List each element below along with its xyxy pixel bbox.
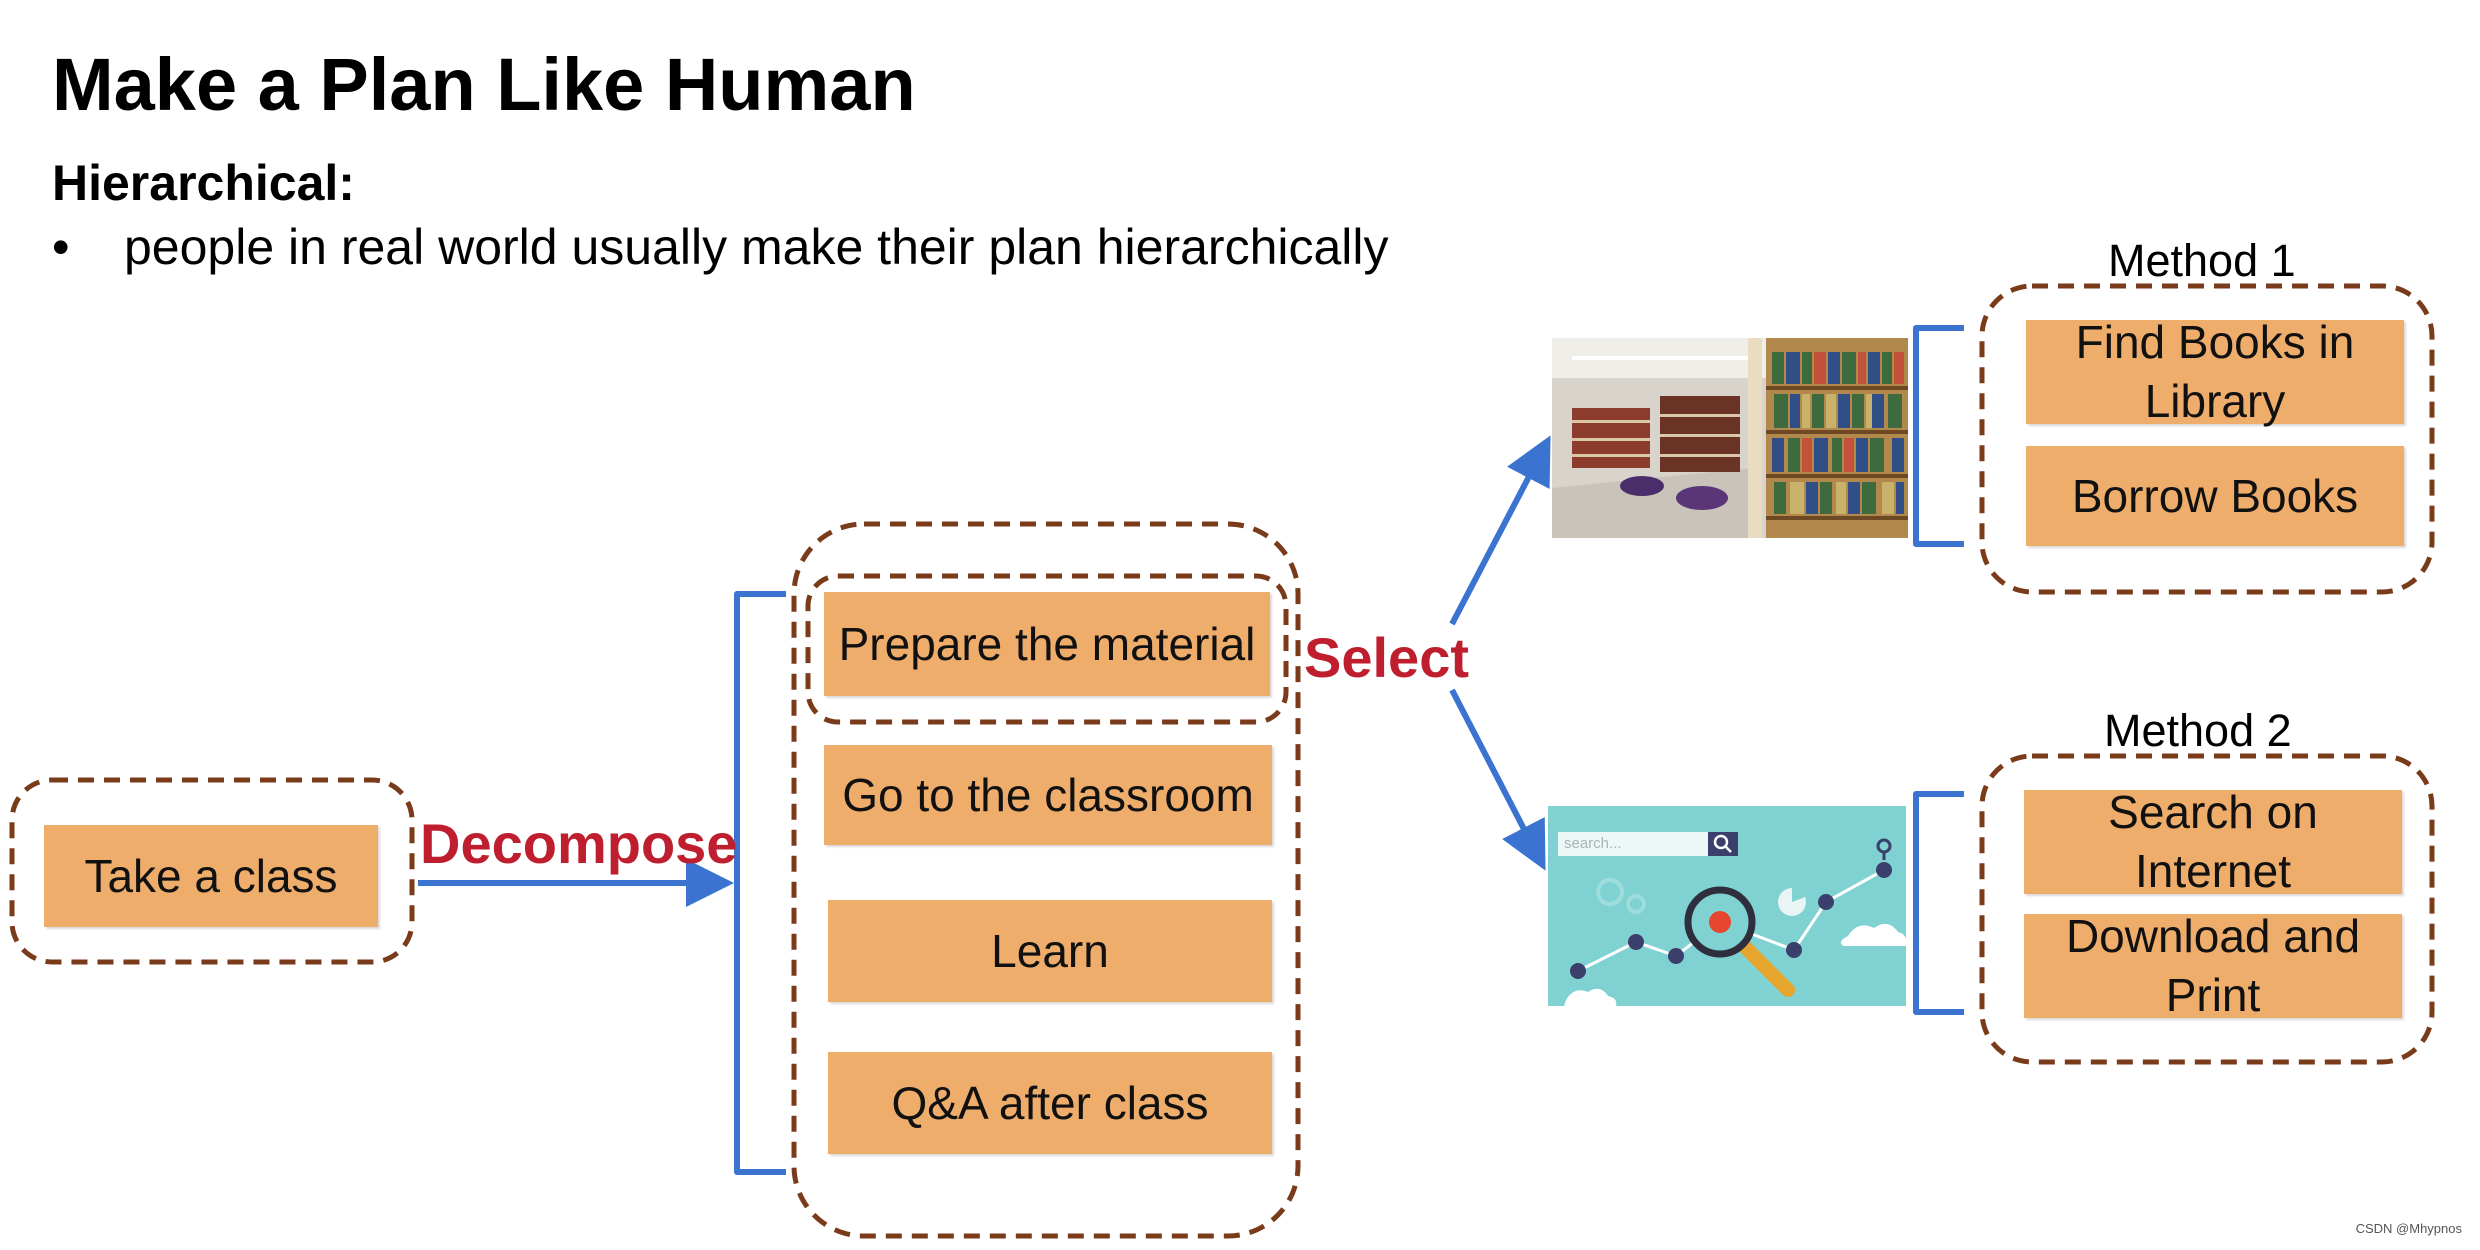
bullet-text: people in real world usually make their … [124,219,1389,275]
search-input-placeholder: search... [1564,835,1622,852]
root-dashed-group [9,777,415,965]
subtasks-bracket [734,591,786,1175]
method1-bracket [1913,325,1964,547]
method1-dashed-group [1979,283,2435,595]
method2-label: Method 2 [2104,705,2292,756]
search-icon [1713,834,1729,850]
subtasks-dashed-group [791,521,1301,1239]
method2-step-box: Download and Print [2024,910,2402,1021]
select-arrow-method2 [1449,688,1546,871]
selected-subtask-dashed-group [805,573,1289,725]
library-photo [1552,338,1908,538]
select-arrow-method1 [1449,435,1551,626]
watermark: CSDN @Mhypnos [2355,1221,2462,1236]
method2-dashed-group [1979,753,2435,1065]
method1-step-box: Borrow Books [2026,446,2404,546]
subtask-box: Q&A after class [828,1052,1272,1154]
method1-step-box: Find Books in Library [2026,316,2404,427]
method2-bracket [1913,791,1964,1015]
slide-title: Make a Plan Like Human [52,43,916,126]
bullet-point: • people in real world usually make their… [52,220,1389,275]
subtask-box: Prepare the material [824,592,1270,696]
bullet-icon: • [52,219,70,275]
root-task-box: Take a class [44,825,378,927]
select-label: Select [1304,626,1469,689]
decompose-label: Decompose [420,812,738,875]
slide-subtitle: Hierarchical: [52,155,355,211]
method2-step-box: Search on Internet [2024,786,2402,897]
subtask-box: Go to the classroom [824,745,1272,845]
method1-label: Method 1 [2108,235,2296,286]
subtask-box: Learn [828,900,1272,1002]
internet-search-illustration: search... [1548,806,1906,1006]
